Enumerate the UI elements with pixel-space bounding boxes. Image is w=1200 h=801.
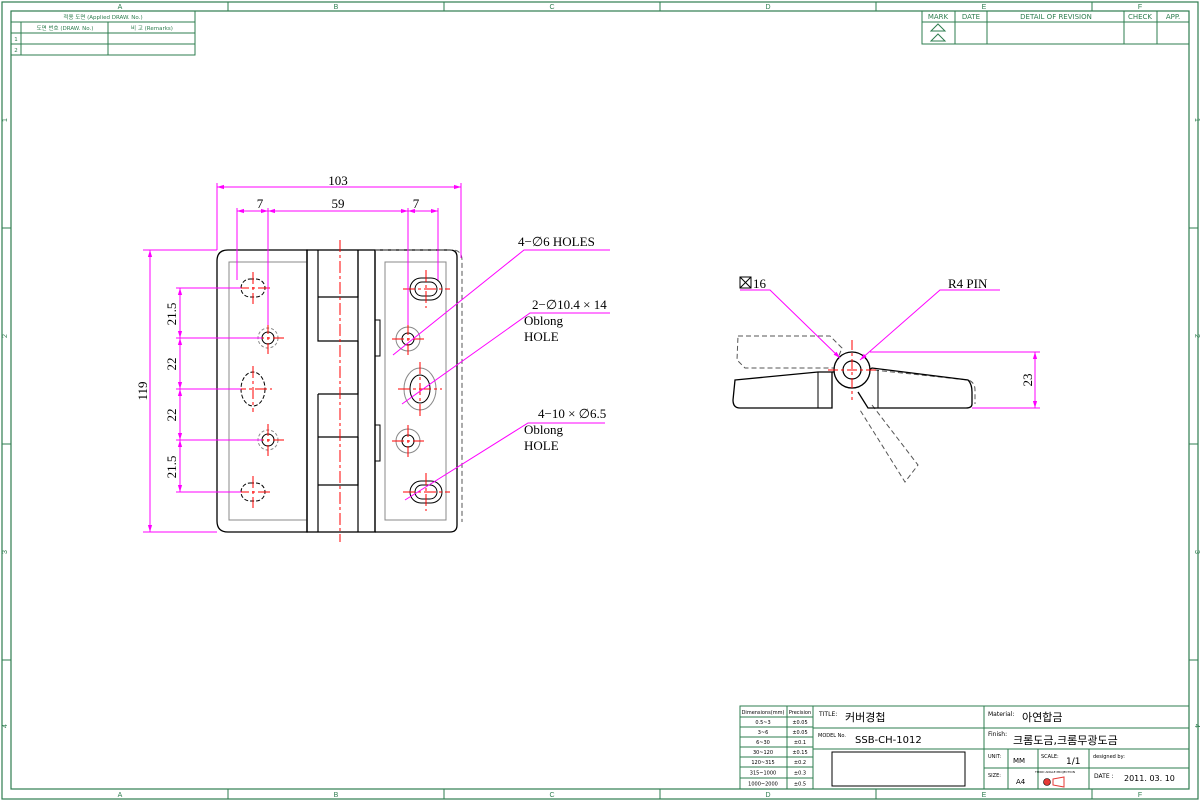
tol-header-precision: Precision — [789, 710, 811, 716]
side-square-label: 16 — [753, 276, 767, 291]
zone-col-f-top: F — [1138, 4, 1142, 11]
scale-label: SCALE: — [1041, 754, 1059, 760]
size-value: A4 — [1016, 778, 1026, 786]
callout-oblong1-line1: 2−∅10.4 × 14 — [532, 297, 607, 312]
revision-header-app: APP. — [1166, 13, 1180, 21]
applied-drawing-table — [10, 10, 196, 56]
title-block — [739, 705, 1190, 790]
projection-label: THIRD ANGLE PROJECTION — [1034, 770, 1075, 774]
model-value: SSB-CH-1012 — [855, 735, 922, 746]
revision-header-detail: DETAIL OF REVISION — [1020, 13, 1092, 21]
zone-col-c-top: C — [549, 4, 554, 11]
applied-table-row-2: 2 — [14, 48, 18, 54]
zone-row-3-right: 3 — [1193, 550, 1200, 554]
tolerance-precision: ±0.05 — [792, 730, 807, 736]
tolerance-precision: ±0.2 — [794, 760, 806, 766]
zone-col-d-top: D — [765, 4, 770, 11]
tolerance-precision: ±0.05 — [792, 720, 807, 726]
title-value: 커버경첩 — [845, 711, 885, 724]
revision-header-mark: MARK — [928, 13, 949, 21]
finish-label: Finish: — [988, 731, 1007, 738]
side-view — [732, 276, 1040, 483]
zone-col-a-bottom: A — [118, 792, 123, 799]
zone-col-e-top: E — [982, 4, 987, 11]
size-label: SIZE: — [988, 773, 1001, 779]
zone-col-c-bottom: C — [549, 792, 554, 799]
scale-value: 1/1 — [1066, 757, 1080, 767]
callout-oblong1-line2: Oblong — [524, 313, 564, 328]
zone-row-2-right: 2 — [1193, 334, 1200, 338]
callout-holes: 4−∅6 HOLES — [518, 234, 595, 249]
dim-v2-text: 22 — [164, 358, 179, 371]
zone-row-4-left: 4 — [2, 724, 9, 728]
tolerance-precision: ±0.3 — [794, 771, 806, 777]
zone-col-b-bottom: B — [334, 792, 339, 799]
tolerance-range: 120~315 — [751, 760, 774, 766]
dim-v1-text: 21.5 — [164, 303, 179, 326]
zone-row-2-left: 2 — [2, 334, 9, 338]
side-dim-height: 23 — [1020, 374, 1035, 387]
zone-row-1-right: 1 — [1193, 118, 1200, 122]
date-value: 2011. 03. 10 — [1124, 774, 1175, 783]
zone-col-b-top: B — [334, 4, 339, 11]
tolerance-range: 3~6 — [758, 730, 769, 736]
unit-value: MM — [1013, 757, 1025, 765]
dim-edge-left-text: 7 — [257, 196, 264, 211]
date-label: DATE : — [1094, 773, 1114, 780]
revision-header-check: CHECK — [1128, 13, 1152, 21]
zone-col-f-bottom: F — [1138, 792, 1142, 799]
zone-row-1-left: 1 — [2, 118, 9, 122]
tol-header-dimensions: Dimensions(mm) — [742, 710, 785, 716]
revision-header-date: DATE — [962, 13, 980, 21]
zone-row-4-right: 4 — [1193, 724, 1200, 728]
callout-oblong2-line1: 4−10 × ∅6.5 — [538, 406, 606, 421]
tolerance-range: 315~1000 — [750, 771, 776, 777]
model-label: MODEL No. — [818, 733, 846, 739]
applied-table-header: 적용 도면 (Applied DRAW. No.) — [63, 13, 142, 21]
zone-col-d-bottom: D — [765, 792, 770, 799]
tolerance-range: 1000~2000 — [748, 782, 778, 788]
tolerance-range: 30~120 — [753, 750, 773, 756]
applied-table-col-drawno: 도면 번호 (DRAW. No.) — [37, 24, 94, 32]
tolerance-range: 0.5~3 — [755, 720, 770, 726]
unit-label: UNIT: — [988, 754, 1001, 760]
designed-label: designed by: — [1093, 754, 1125, 760]
zone-col-a-top: A — [118, 4, 123, 11]
dim-edge-right-text: 7 — [413, 196, 420, 211]
title-label: TITLE: — [818, 711, 837, 718]
tolerance-precision: ±0.1 — [794, 740, 806, 746]
callout-oblong2-line3: HOLE — [524, 438, 559, 453]
material-value: 아연합금 — [1022, 711, 1062, 724]
tolerance-precision: ±0.15 — [792, 750, 807, 756]
dim-v3-text: 22 — [164, 409, 179, 422]
side-pin-label: R4 PIN — [948, 276, 988, 291]
zone-col-e-bottom: E — [982, 792, 987, 799]
applied-table-col-remarks: 비 고 (Remarks) — [131, 24, 173, 32]
dim-height-text: 119 — [135, 381, 150, 400]
dim-v4-text: 21.5 — [164, 456, 179, 479]
finish-value: 크롬도금,크롬무광도금 — [1013, 734, 1118, 747]
material-label: Material: — [988, 711, 1014, 718]
revision-table — [921, 10, 1190, 45]
front-view — [143, 183, 610, 542]
callout-oblong1-line3: HOLE — [524, 329, 559, 344]
callout-oblong2-line2: Oblong — [524, 422, 564, 437]
zone-row-3-left: 3 — [2, 550, 9, 554]
dim-width-text: 103 — [328, 173, 348, 188]
tolerance-rows: 0.5~3 ±0.05 3~6 ±0.05 6~30 ±0.1 30~120 ±0.15 120… — [748, 720, 807, 788]
applied-table-row-1: 1 — [14, 37, 18, 43]
tolerance-precision: ±0.5 — [794, 782, 806, 788]
tolerance-range: 6~30 — [756, 740, 770, 746]
dim-center-text: 59 — [332, 196, 345, 211]
